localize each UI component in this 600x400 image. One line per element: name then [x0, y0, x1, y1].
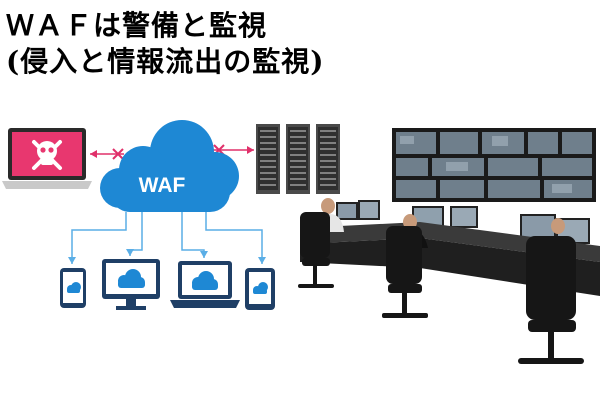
connector-arrowheads: [68, 249, 266, 264]
skull-crossbones-icon: [32, 140, 62, 170]
cloud-icon: [67, 282, 81, 293]
tablet-left: [60, 268, 86, 308]
cloud-icon: [100, 120, 239, 212]
server-rack-icon: [286, 124, 310, 194]
server-racks: [256, 124, 340, 194]
blocked-connection-left: [90, 148, 124, 160]
title-line-1: ＷＡＦは警備と監視: [6, 9, 268, 42]
cloud-icon: [253, 282, 268, 294]
attacker-laptop: [2, 128, 92, 189]
server-rack-icon: [256, 124, 280, 194]
title-line-2: (侵入と情報流出の監視): [6, 45, 325, 78]
server-rack-icon: [316, 124, 340, 194]
tablet-right: [245, 268, 275, 310]
control-room-photo: [298, 128, 600, 364]
device-connectors: [71, 212, 263, 264]
laptop-device: [170, 261, 240, 308]
cloud-icon: [192, 271, 218, 290]
waf-label: WAF: [139, 174, 186, 197]
cloud-icon: [118, 269, 145, 288]
desktop-monitor: [102, 259, 160, 310]
waf-cloud: WAF: [100, 120, 239, 212]
